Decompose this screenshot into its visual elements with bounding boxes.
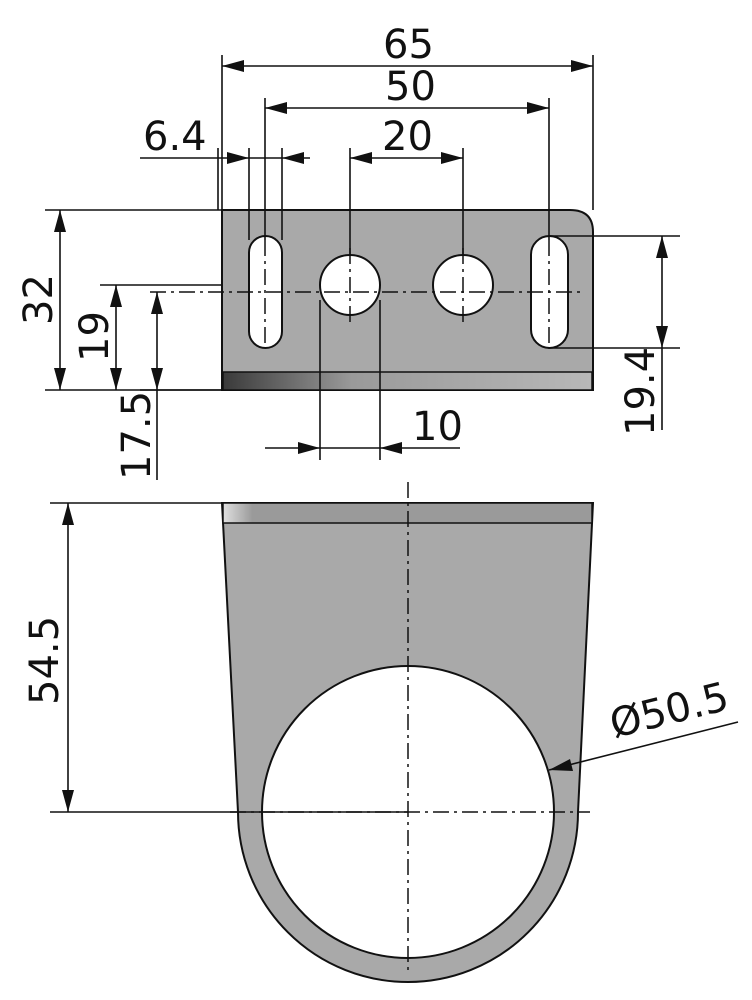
dimension-lines-front xyxy=(50,502,739,813)
dimension-labels: 65 50 20 6.4 32 19 17.5 19.4 10 54.5 Ø50… xyxy=(16,22,733,748)
extension-lines-top xyxy=(45,55,680,460)
dimension-lines-top xyxy=(54,60,668,480)
dim-ring-center-height: 54.5 xyxy=(22,616,68,705)
dim-overall-width: 65 xyxy=(383,22,434,68)
top-view xyxy=(150,209,594,391)
dim-height: 32 xyxy=(16,274,62,325)
dim-center-height: 17.5 xyxy=(114,391,160,480)
dim-slot-length: 19.4 xyxy=(618,347,664,436)
dim-slot-width: 6.4 xyxy=(143,114,207,160)
dim-slot-spacing: 50 xyxy=(385,64,436,110)
front-view xyxy=(220,482,595,983)
dim-hole-height: 19 xyxy=(72,311,118,362)
dim-bore-diameter: Ø50.5 xyxy=(605,674,733,748)
dim-hole-diameter: 10 xyxy=(412,404,463,450)
bracket-plate xyxy=(221,209,594,391)
dim-hole-spacing: 20 xyxy=(382,114,433,160)
plate-bottom-edge xyxy=(222,371,593,391)
